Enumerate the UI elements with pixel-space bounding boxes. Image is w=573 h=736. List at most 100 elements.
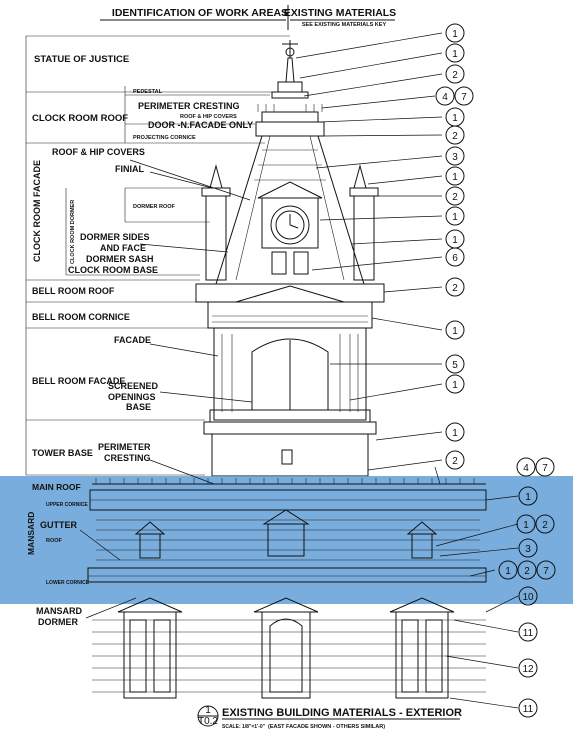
lower-facade xyxy=(92,597,486,699)
svg-text:11: 11 xyxy=(523,704,534,715)
header-right-title: EXISTING MATERIALS xyxy=(284,7,396,19)
callout-door-n-facade: DOOR -N.FACADE ONLY xyxy=(148,120,253,130)
zone-roof: ROOF xyxy=(46,538,63,544)
key-11-a: 11 xyxy=(518,622,538,642)
key-1-d: 1 xyxy=(445,166,465,186)
svg-text:2: 2 xyxy=(452,456,458,467)
zone-statue: STATUE OF JUSTICE xyxy=(34,54,129,65)
key-1-k: 1 xyxy=(516,514,536,534)
zone-bell-room-roof: BELL ROOM ROOF xyxy=(32,286,115,296)
key-1-h: 1 xyxy=(445,374,465,394)
callout-cresting: CRESTING xyxy=(104,453,151,463)
key-7-b: 7 xyxy=(535,457,555,477)
key-2-b: 2 xyxy=(445,125,465,145)
svg-text:2: 2 xyxy=(452,70,458,81)
leader-lines xyxy=(79,32,519,709)
zone-clock-room-facade: CLOCK ROOM FACADE xyxy=(32,160,42,262)
svg-text:1: 1 xyxy=(452,380,458,391)
label-dormer-roof: DORMER ROOF xyxy=(133,204,176,210)
callout-finial: FINIAL xyxy=(115,164,144,174)
key-1-f: 1 xyxy=(445,229,465,249)
header-right-subtitle: SEE EXISTING MATERIALS KEY xyxy=(302,22,387,28)
svg-text:11: 11 xyxy=(523,628,534,639)
key-1-c: 1 xyxy=(445,107,465,127)
key-2-c: 2 xyxy=(445,186,465,206)
svg-text:4: 4 xyxy=(442,92,448,103)
key-2-e: 2 xyxy=(445,450,465,470)
zone-clock-room-roof: CLOCK ROOM ROOF xyxy=(32,113,128,124)
caption-title: EXISTING BUILDING MATERIALS - EXTERIOR xyxy=(222,707,462,719)
svg-text:1: 1 xyxy=(505,566,511,577)
zone-bell-room-cornice: BELL ROOM CORNICE xyxy=(32,312,130,322)
callout-dormer-sash: DORMER SASH xyxy=(86,254,154,264)
svg-text:1: 1 xyxy=(452,326,458,337)
key-3-a: 3 xyxy=(445,146,465,166)
callout-roof-hip-covers: ROOF & HIP COVERS xyxy=(52,147,145,157)
svg-text:6: 6 xyxy=(452,253,458,264)
mansard-drawing xyxy=(87,478,487,583)
svg-text:1: 1 xyxy=(452,428,458,439)
key-4-b: 4 xyxy=(516,457,536,477)
callout-clock-room-base: CLOCK ROOM BASE xyxy=(68,265,158,275)
callout-dormer-sides: DORMER SIDES xyxy=(80,232,150,242)
zone-upper-cornice: UPPER CORNICE xyxy=(46,502,88,508)
svg-text:4: 4 xyxy=(523,463,529,474)
svg-text:12: 12 xyxy=(522,664,534,675)
key-7-a: 7 xyxy=(454,86,474,106)
svg-text:2: 2 xyxy=(452,131,458,142)
caption-note: (EAST FACADE SHOWN - OTHERS SIMILAR) xyxy=(268,724,385,730)
zone-clock-room-dormer: CLOCK ROOM DORMER xyxy=(70,200,76,264)
zone-tower-base: TOWER BASE xyxy=(32,448,93,458)
svg-text:7: 7 xyxy=(461,92,467,103)
svg-text:5: 5 xyxy=(452,360,458,371)
key-10: 10 xyxy=(518,586,538,606)
svg-text:1: 1 xyxy=(525,492,531,503)
callout-gutter: GUTTER xyxy=(40,520,77,530)
callout-base: BASE xyxy=(126,402,151,412)
key-1-g: 1 xyxy=(445,320,465,340)
svg-text:1: 1 xyxy=(452,172,458,183)
key-2-d: 2 xyxy=(445,277,465,297)
caption-sheet: T0.2 xyxy=(198,716,218,727)
key-1-e: 1 xyxy=(445,206,465,226)
key-2-a: 2 xyxy=(445,64,465,84)
caption-scale: SCALE: 1/8"=1'-0" xyxy=(222,724,266,730)
zone-lower-cornice: LOWER CORNICE xyxy=(46,580,90,586)
callout-and-face: AND FACE xyxy=(100,243,146,253)
callout-dormer: DORMER xyxy=(38,617,78,627)
key-7-c: 7 xyxy=(536,560,556,580)
key-1-i: 1 xyxy=(445,422,465,442)
svg-text:7: 7 xyxy=(542,463,548,474)
header-left-title: IDENTIFICATION OF WORK AREAS xyxy=(112,7,288,19)
key-6-a: 6 xyxy=(445,247,465,267)
svg-text:3: 3 xyxy=(525,544,531,555)
svg-text:1: 1 xyxy=(452,113,458,124)
tower xyxy=(195,40,385,477)
svg-text:1: 1 xyxy=(452,49,458,60)
caption-number: 1 xyxy=(205,705,211,716)
key-12: 12 xyxy=(518,658,538,678)
svg-text:2: 2 xyxy=(452,283,458,294)
svg-text:1: 1 xyxy=(452,235,458,246)
key-1-a: 1 xyxy=(445,23,465,43)
key-2-f: 2 xyxy=(535,514,555,534)
label-roof-hip-covers-small: ROOF & HIP COVERS xyxy=(180,114,237,120)
svg-text:7: 7 xyxy=(543,566,549,577)
callout-openings: OPENINGS xyxy=(108,392,156,402)
zone-bell-room-facade: BELL ROOM FACADE xyxy=(32,376,125,386)
svg-text:1: 1 xyxy=(452,212,458,223)
zone-main-roof: MAIN ROOF xyxy=(32,482,81,492)
callout-perimeter: PERIMETER xyxy=(98,442,151,452)
callout-perimeter-cresting-top: PERIMETER CRESTING xyxy=(138,101,240,111)
header: IDENTIFICATION OF WORK AREAS EXISTING MA… xyxy=(100,5,396,30)
callout-screened: SCREENED xyxy=(108,381,159,391)
svg-text:10: 10 xyxy=(522,592,534,603)
callout-facade: FACADE xyxy=(114,335,151,345)
key-1-j: 1 xyxy=(518,486,538,506)
label-pedestal: PEDESTAL xyxy=(133,89,163,95)
drawing-caption: 1 T0.2 EXISTING BUILDING MATERIALS - EXT… xyxy=(197,705,462,730)
svg-text:1: 1 xyxy=(452,29,458,40)
key-11-b: 11 xyxy=(518,698,538,718)
svg-text:2: 2 xyxy=(542,520,548,531)
